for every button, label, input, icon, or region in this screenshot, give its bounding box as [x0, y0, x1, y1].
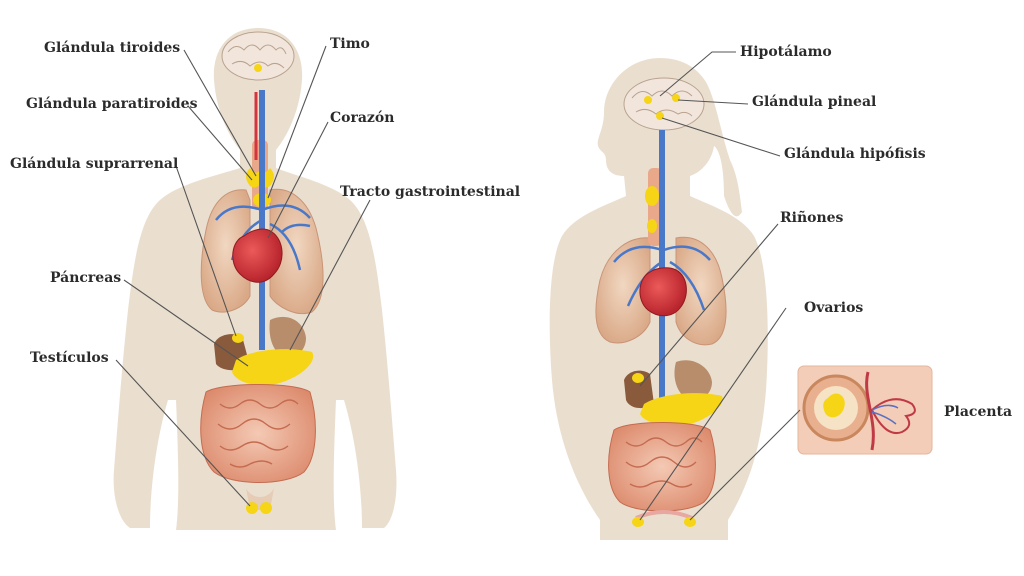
pointer-glandula-pineal [677, 99, 749, 105]
female-heart [639, 267, 687, 317]
label-glandula-suprarrenal: Glándula suprarrenal [10, 156, 179, 172]
label-placenta: Placenta [944, 404, 1013, 420]
pointer-glandula-suprarrenal [175, 165, 237, 337]
male-stomach [269, 316, 306, 358]
female-pancreas [640, 393, 723, 427]
label-timo: Timo [330, 36, 370, 52]
label-rinones: Riñones [780, 210, 844, 226]
pointer-hipotalamo [659, 51, 736, 97]
pointer-glandula-paratiroides [187, 105, 253, 181]
male-brain [221, 31, 295, 81]
female-kidney [624, 370, 654, 409]
pointer-timo [267, 45, 327, 199]
male-lung-left [200, 189, 251, 313]
label-glandula-paratiroides: Glándula paratiroides [26, 96, 198, 112]
male-pancreas [232, 349, 314, 386]
female-lung-right [675, 236, 727, 346]
pointer-ovarios-2 [689, 409, 801, 521]
pointer-glandula-hipofisis [661, 117, 781, 157]
female-brain [623, 77, 705, 131]
label-corazon: Corazón [330, 110, 395, 126]
male-figure [113, 28, 397, 530]
female-adrenal-gland [632, 373, 644, 383]
label-glandula-hipofisis: Glándula hipófisis [784, 146, 926, 162]
label-ovarios: Ovarios [804, 300, 864, 316]
male-lung-right [269, 188, 324, 314]
label-pancreas: Páncreas [50, 270, 122, 286]
pointer-rinones [639, 223, 779, 387]
pointer-corazon [267, 121, 329, 239]
female-thyroid-gland [645, 186, 659, 206]
label-glandula-tiroides: Glándula tiroides [44, 40, 181, 56]
pointer-pancreas [123, 279, 249, 367]
male-adrenal-gland [232, 333, 244, 343]
pointer-lines [115, 45, 801, 521]
pointer-testiculos [115, 359, 251, 507]
female-thymus-gland [647, 219, 657, 233]
pointer-tracto-gastrointestinal [289, 199, 371, 351]
placenta-inset [797, 365, 933, 455]
female-intestines [608, 422, 716, 512]
female-stomach [674, 360, 712, 401]
male-intestines [200, 384, 316, 483]
label-testiculos: Testículos [30, 350, 109, 366]
label-tracto-gastrointestinal: Tracto gastrointestinal [340, 184, 521, 200]
pointer-ovarios-1 [639, 307, 787, 521]
label-hipotalamo: Hipotálamo [740, 44, 832, 60]
female-lung-left [595, 237, 651, 344]
label-glandula-pineal: Glándula pineal [752, 94, 877, 110]
male-heart [232, 228, 283, 283]
female-figure [549, 58, 768, 540]
pointer-glandula-tiroides [183, 49, 257, 177]
